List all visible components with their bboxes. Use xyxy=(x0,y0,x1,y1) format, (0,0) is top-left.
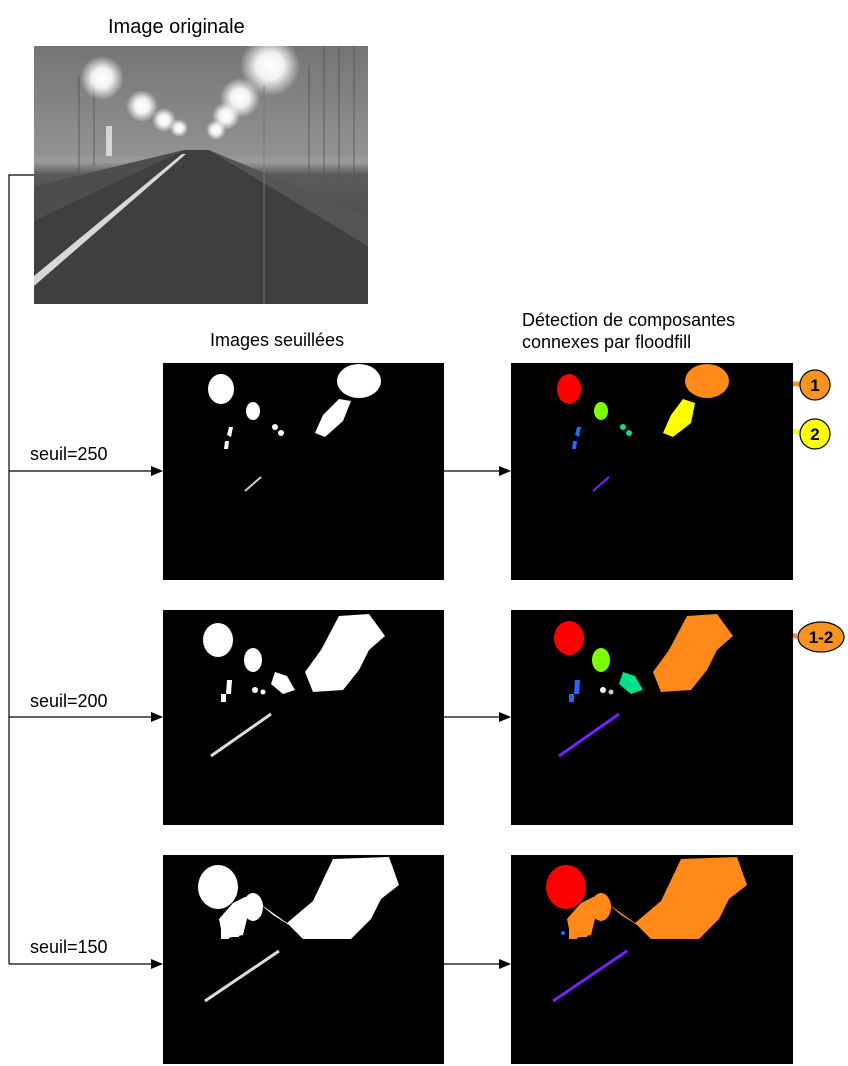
thresholded-image-200 xyxy=(163,610,444,825)
components-image-200 xyxy=(511,610,793,825)
marker-2: 2 xyxy=(799,418,831,450)
marker-2-label: 2 xyxy=(810,425,819,444)
marker-1-2: 1-2 xyxy=(797,621,845,653)
threshold-label-200: seuil=200 xyxy=(30,691,108,711)
marker-1-label: 1 xyxy=(810,376,819,395)
marker-1: 1 xyxy=(799,369,831,401)
threshold-label-250: seuil=250 xyxy=(30,444,108,464)
original-image xyxy=(34,46,368,304)
thresholded-image-150 xyxy=(163,855,444,1064)
threshold-column-title: Images seuillées xyxy=(210,330,345,350)
components-image-250 xyxy=(511,363,793,580)
thresholded-image-250 xyxy=(163,363,444,580)
detection-column-title-line1: Détection de composantes xyxy=(522,310,736,330)
original-image-title: Image originale xyxy=(108,16,245,38)
threshold-label-150: seuil=150 xyxy=(30,937,108,957)
components-image-150 xyxy=(511,855,793,1064)
detection-column-title-line2: connexes par floodfill xyxy=(522,332,692,352)
marker-1-2-label: 1-2 xyxy=(809,628,834,647)
